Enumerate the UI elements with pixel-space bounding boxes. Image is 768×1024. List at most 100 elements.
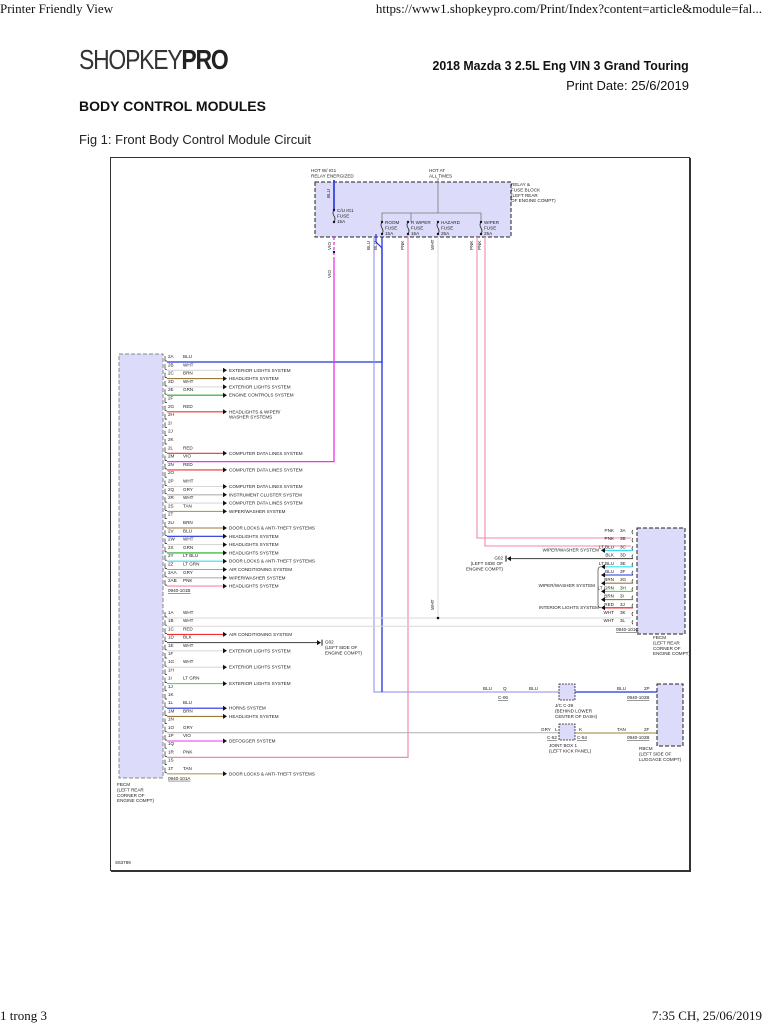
wire-color-label: BLU xyxy=(183,354,192,359)
connector-pin-icon xyxy=(164,653,167,659)
fuse-label: C/U IG1 xyxy=(337,208,354,213)
destination-label: COMPUTER DATA LINES SYSTEM xyxy=(229,501,303,506)
destination-label: WIPER/WASHER SYSTEM xyxy=(229,575,286,580)
pin-label: 1M xyxy=(168,708,175,713)
connector-pin-icon xyxy=(164,505,167,511)
pin-label: 3H xyxy=(620,585,626,590)
wire-color-label: WHT xyxy=(183,379,194,384)
destination-label: AIR CONDITIONING SYSTEM xyxy=(229,632,292,637)
arrow-right-icon xyxy=(223,376,227,382)
hot-all-times-label: HOT AT xyxy=(429,168,445,173)
pin-label: 1K xyxy=(168,692,175,697)
destination-label: WIPER/WASHER SYSTEM xyxy=(543,547,600,552)
connector-id-0940-101b: 0940-101B xyxy=(168,588,190,593)
pin-label: 2X xyxy=(168,545,174,550)
connector-pin-icon xyxy=(164,389,167,395)
wire-color-label: GRY xyxy=(183,725,193,730)
destination-label: EXTERIOR LIGHTS SYSTEM xyxy=(229,648,291,653)
wire-color-label: RED xyxy=(183,445,193,450)
pin-label: 3B xyxy=(620,536,626,541)
pin-label: 1E xyxy=(168,643,174,648)
wire-color-label: PNK xyxy=(183,578,193,583)
wire-color-label: BRN xyxy=(604,594,614,599)
fbcm-left-label: (LEFT REAR xyxy=(117,787,144,792)
connector-pin-icon xyxy=(164,702,167,708)
connector-pin-icon xyxy=(164,364,167,370)
wire-color-label: LT BLU xyxy=(599,544,614,549)
pin-label: 2E xyxy=(168,387,174,392)
wire-color-label: WHT xyxy=(604,610,615,615)
fuse-label: HAZARD xyxy=(441,220,461,225)
fuse-label: 15A xyxy=(385,231,394,236)
pin-label: 1A xyxy=(168,610,175,615)
pin-label: 3C xyxy=(620,544,627,549)
wire-blu-light xyxy=(373,237,674,693)
wire-color-label: WHT xyxy=(604,618,615,623)
connector-pin-icon xyxy=(164,661,167,667)
pin-label: 3D xyxy=(620,553,627,558)
connector-pin-icon xyxy=(164,422,167,428)
connector-pin-icon xyxy=(164,718,167,724)
fuse-terminal xyxy=(380,232,384,236)
pin-label: 1O xyxy=(168,725,175,730)
connector-pin-icon xyxy=(164,644,167,651)
pin-label: 2W xyxy=(168,537,176,542)
connector-pin-icon xyxy=(631,611,634,617)
pin-label: 2G xyxy=(168,404,175,409)
destination-label: HEADLIGHTS SYSTEM xyxy=(229,376,279,381)
ground-g02-label: (LEFT SIDE OF xyxy=(325,645,358,650)
connector-pin-icon xyxy=(631,537,634,543)
rbcm-label: RBCM xyxy=(639,746,653,751)
pin-label: 3A xyxy=(620,528,627,533)
logo-pro: PRO xyxy=(181,44,228,75)
pin-label: 1G xyxy=(168,659,175,664)
logo-shopkey: SHOPKEY xyxy=(79,44,183,75)
wire-2a-blu xyxy=(167,234,383,363)
arrow-right-icon xyxy=(223,500,227,506)
connector-pin-icon xyxy=(164,439,167,445)
connector-pin-icon xyxy=(164,414,167,420)
pin-label: 3L xyxy=(620,618,626,623)
connector-pin-icon xyxy=(631,578,634,584)
destination-label: ENGINE CONTROLS SYSTEM xyxy=(229,393,294,398)
wire-color-label: WHT xyxy=(183,610,194,615)
connector-pin-icon xyxy=(164,555,167,561)
destination-label: DOOR LOCKS & ANTI-THEFT SYSTEMS xyxy=(229,771,315,776)
arrow-right-icon xyxy=(223,648,227,654)
wire-color-label: BLU xyxy=(605,569,614,574)
connector-pin-icon xyxy=(164,694,167,700)
wire-color-label: BRN xyxy=(183,708,193,713)
pin-label: 2F xyxy=(644,727,650,732)
fuse-terminal xyxy=(479,232,483,236)
print-date: Print Date: 25/6/2019 xyxy=(566,78,689,93)
arrow-right-icon xyxy=(223,392,227,398)
destination-label: EXTERIOR LIGHTS SYSTEM xyxy=(229,384,291,389)
fuse-bus xyxy=(381,212,482,222)
wire-color-label: BRN xyxy=(183,371,193,376)
section-title: BODY CONTROL MODULES xyxy=(79,98,266,114)
wire-color-label: LT BLU xyxy=(599,561,614,566)
connector-pin-icon xyxy=(164,513,167,520)
connector-pin-icon xyxy=(164,669,167,675)
pin-label: 2AB xyxy=(168,578,177,583)
fuse-label: 15A xyxy=(411,231,420,236)
fuse-terminal xyxy=(406,232,410,236)
connector-pin-icon xyxy=(631,619,634,625)
print-header-title: Printer Friendly View xyxy=(0,1,114,16)
connector-pin-icon xyxy=(164,636,167,642)
fbcm-right-label: FBCM xyxy=(653,635,666,640)
fuse-label: R WIPER xyxy=(411,220,431,225)
pin-label: 1C xyxy=(168,626,175,631)
wire-color-label: BLU xyxy=(617,686,626,691)
arrow-right-icon xyxy=(223,525,227,531)
wire-color-label: LT BLU xyxy=(183,553,198,558)
connector-pin-icon xyxy=(164,356,167,362)
connector-pin-icon xyxy=(164,580,167,586)
connector-id: C-06 xyxy=(498,695,508,700)
destination-label: EXTERIOR LIGHTS SYSTEM xyxy=(229,681,291,686)
wire-label-blu: BLU xyxy=(373,241,378,250)
fuse-block-label: RELAY & xyxy=(511,182,530,187)
shopkey-pro-logo: SHOPKEYPRO xyxy=(79,44,229,76)
connector-id-0940-101a: 0940-101A xyxy=(168,776,191,781)
